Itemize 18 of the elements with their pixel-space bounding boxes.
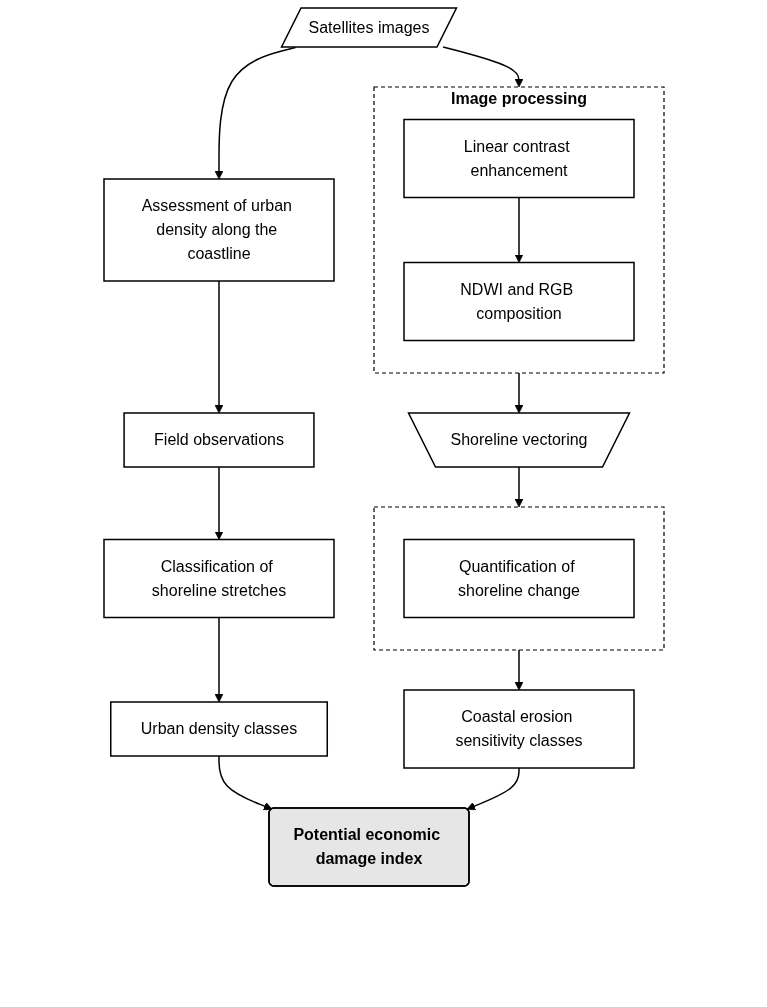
arrow xyxy=(214,466,223,540)
arrow xyxy=(466,767,520,811)
node-box: Classification of shoreline stretches xyxy=(102,538,335,619)
arrow xyxy=(441,46,523,88)
node-box: Assessment of urban density along the coastline xyxy=(102,178,335,282)
node-box: Linear contrast enhancement xyxy=(402,118,635,199)
arrow xyxy=(514,196,523,263)
cluster xyxy=(372,506,665,651)
node-box: Quantification of shoreline change xyxy=(402,538,635,619)
arrow xyxy=(514,649,523,691)
node-box: Urban density classes xyxy=(109,701,328,757)
arrow xyxy=(214,616,223,703)
arrow xyxy=(514,372,523,414)
node-box: NDWI and RGB composition xyxy=(402,261,635,342)
arrow xyxy=(214,280,223,414)
arrow xyxy=(217,755,272,811)
node-box: Coastal erosion sensitivity classes xyxy=(402,689,635,769)
node-box: Field observations xyxy=(122,412,315,468)
